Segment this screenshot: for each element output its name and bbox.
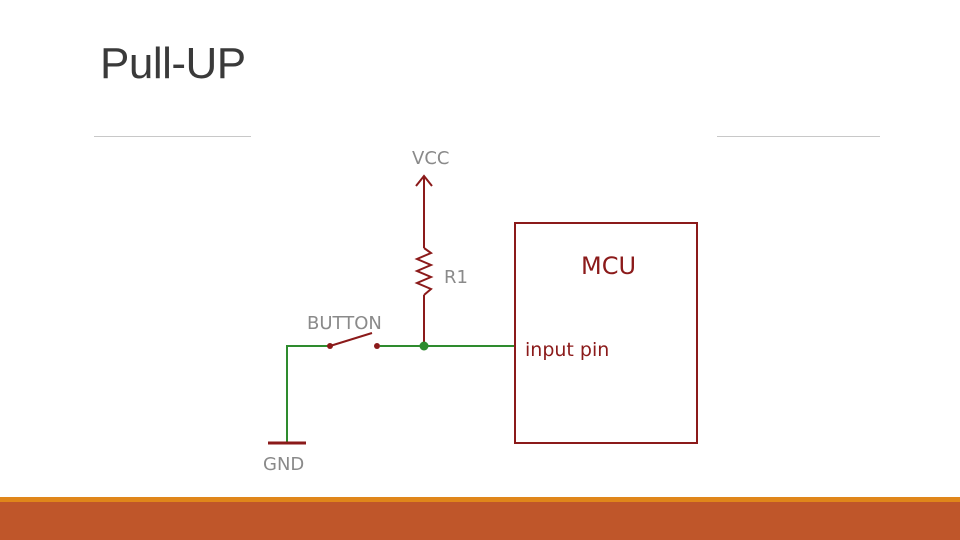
- junction-node: [419, 341, 429, 351]
- slide-title: Pull-UP: [100, 39, 246, 88]
- button-switch-icon: [327, 332, 380, 349]
- title-divider-right: [717, 136, 880, 137]
- button-label: BUTTON: [307, 313, 382, 334]
- vcc-arrow-icon: [415, 174, 433, 248]
- mcu-label: MCU: [581, 252, 636, 280]
- footer-accent-stripe: [0, 497, 960, 502]
- mcu-box: [514, 222, 698, 444]
- gnd-label: GND: [263, 454, 304, 475]
- resistor-label: R1: [444, 267, 468, 288]
- resistor-r1-icon: [414, 247, 434, 296]
- footer-accent-bar: [0, 502, 960, 540]
- input-pin-label: input pin: [525, 339, 609, 361]
- vcc-label: VCC: [412, 148, 449, 169]
- title-divider-left: [94, 136, 251, 137]
- wire-gnd-to-button: [286, 345, 330, 443]
